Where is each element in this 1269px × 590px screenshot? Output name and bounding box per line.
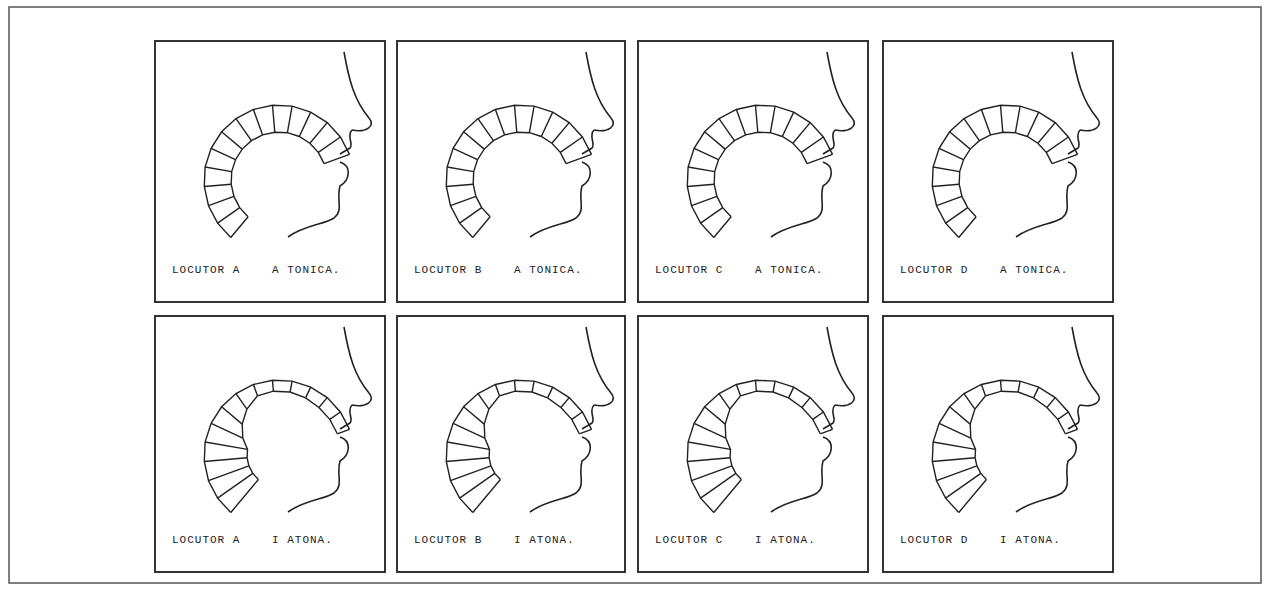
vowel-label: I ATONA. <box>514 534 575 547</box>
figure-panel: LOCUTOR D A TONICA. <box>882 40 1114 303</box>
figure-panel: LOCUTOR D I ATONA. <box>882 315 1114 573</box>
speaker-label: LOCUTOR A <box>172 534 240 547</box>
speaker-label: LOCUTOR D <box>900 264 968 277</box>
figure-panel: LOCUTOR A A TONICA. <box>154 40 386 303</box>
vowel-label: A TONICA. <box>514 264 582 277</box>
vowel-label: A TONICA. <box>272 264 340 277</box>
figure-panel: LOCUTOR C I ATONA. <box>637 315 869 573</box>
speaker-label: LOCUTOR D <box>900 534 968 547</box>
speaker-label: LOCUTOR C <box>655 534 723 547</box>
figure-panel: LOCUTOR C A TONICA. <box>637 40 869 303</box>
speaker-label: LOCUTOR A <box>172 264 240 277</box>
figure-panel: LOCUTOR B I ATONA. <box>396 315 626 573</box>
vowel-label: A TONICA. <box>1000 264 1068 277</box>
figure-panel: LOCUTOR B A TONICA. <box>396 40 626 303</box>
speaker-label: LOCUTOR B <box>414 534 482 547</box>
vowel-label: I ATONA. <box>755 534 816 547</box>
speaker-label: LOCUTOR B <box>414 264 482 277</box>
vowel-label: I ATONA. <box>272 534 333 547</box>
vowel-label: A TONICA. <box>755 264 823 277</box>
vowel-label: I ATONA. <box>1000 534 1061 547</box>
speaker-label: LOCUTOR C <box>655 264 723 277</box>
figure-panel: LOCUTOR A I ATONA. <box>154 315 386 573</box>
